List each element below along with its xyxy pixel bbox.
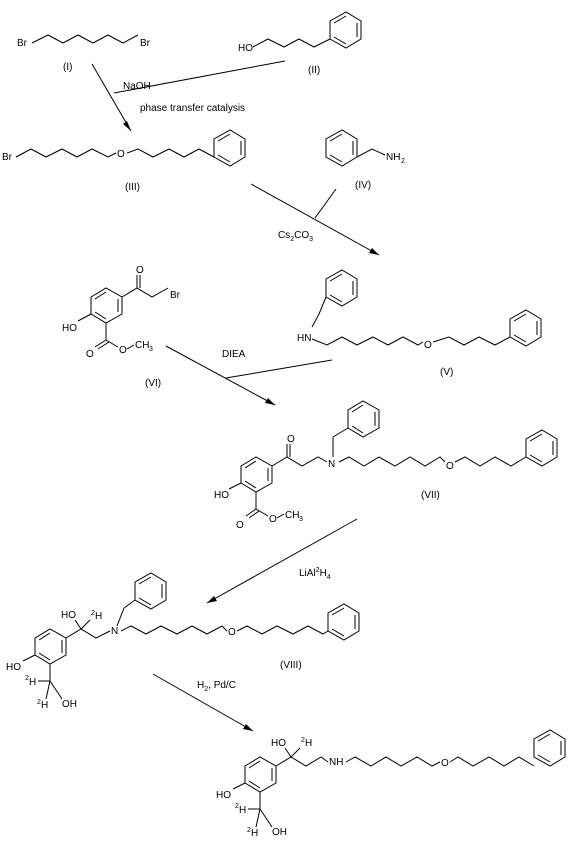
atom-d-upper-sup: 2 xyxy=(301,737,305,744)
atom-ch: CH xyxy=(285,510,299,521)
compound-vi-structure: O Br HO O O CH 3 xyxy=(62,265,181,360)
atom-ho: HO xyxy=(238,43,253,54)
atom-ch: CH xyxy=(135,340,149,351)
arrowhead-3 xyxy=(265,398,275,405)
atom-br-right: Br xyxy=(140,38,151,49)
compound-label-iii: (III) xyxy=(125,182,140,193)
compound-label-ii: (II) xyxy=(308,65,320,76)
reaction-arrow-5 xyxy=(152,673,254,732)
atom-ch-sub: 3 xyxy=(299,516,303,523)
atom-ho: HO xyxy=(6,662,21,673)
atom-d-upper: H xyxy=(95,611,102,622)
atom-d-lower1-sup: 2 xyxy=(25,675,29,682)
atom-br-left: Br xyxy=(17,38,28,49)
arrowhead-2 xyxy=(369,248,379,255)
compound-iii-structure: Br O xyxy=(2,129,246,167)
atom-n: N xyxy=(111,626,118,637)
atom-nh: NH xyxy=(329,757,343,768)
arrowhead-1 xyxy=(123,121,131,131)
compound-label-vii: (VII) xyxy=(421,490,440,501)
atom-n: N xyxy=(328,459,335,470)
atom-o: O xyxy=(424,340,432,351)
compound-ii-structure: HO xyxy=(238,11,362,54)
reagent-cs2co3: Cs2CO3 xyxy=(278,230,313,243)
compound-label-vi: (VI) xyxy=(145,378,161,389)
arrowhead-4 xyxy=(207,596,217,603)
reaction-arrow-3 xyxy=(165,345,276,406)
atom-d-upper: H xyxy=(305,738,312,749)
atom-ch-sub: 3 xyxy=(149,346,153,353)
atom-d-lower2: H xyxy=(251,828,258,839)
arrowhead-5 xyxy=(243,724,253,731)
atom-nh: NH xyxy=(386,152,400,163)
atom-oh-lower: OH xyxy=(62,699,77,710)
atom-o-ester: O xyxy=(119,345,127,356)
compound-label-v: (V) xyxy=(440,367,453,378)
reaction-arrow-1 xyxy=(91,63,132,132)
compound-label-iv: (IV) xyxy=(355,180,371,191)
atom-o-carbonyl: O xyxy=(236,520,244,531)
atom-d-upper-sup: 2 xyxy=(91,610,95,617)
atom-br: Br xyxy=(170,290,181,301)
atom-d-lower2: H xyxy=(41,700,48,711)
atom-o: O xyxy=(117,149,125,160)
atom-o-ketone: O xyxy=(136,265,144,276)
reagent-h2-pdc: H2, Pd/C xyxy=(197,680,236,693)
reagent-lialh4: LiAl2H4 xyxy=(299,567,331,581)
atom-oh-lower: OH xyxy=(272,827,287,838)
atom-oh-upper: HO xyxy=(271,738,286,749)
compound-v-structure: HN O xyxy=(297,269,542,351)
compound-i-structure: Br Br xyxy=(17,34,151,49)
reagent-naoh: NaOH xyxy=(123,81,151,92)
atom-ho: HO xyxy=(214,490,229,501)
atom-oh-upper: HO xyxy=(61,610,76,621)
final-product-structure: HO 2 H NH O HO 2 H 2 H OH xyxy=(216,729,566,839)
atom-o-ester: O xyxy=(269,514,277,525)
compound-iv-structure: NH 2 xyxy=(325,129,405,167)
reagent-line-iv xyxy=(314,188,337,219)
atom-nh-sub: 2 xyxy=(401,158,405,165)
compound-viii-structure: HO 2 H N O HO 2 H 2 H OH xyxy=(6,572,360,711)
reagent-line-ii xyxy=(113,60,286,94)
atom-d-lower1: H xyxy=(29,677,36,688)
atom-d-lower2-sup: 2 xyxy=(37,699,41,706)
atom-o-ether: O xyxy=(441,758,449,769)
atom-br: Br xyxy=(2,152,13,163)
atom-ho: HO xyxy=(216,790,231,801)
atom-o-ketone: O xyxy=(287,434,295,445)
atom-hn: HN xyxy=(297,333,311,344)
atom-o-ether: O xyxy=(446,461,454,472)
reagent-ptc: phase transfer catalysis xyxy=(140,103,245,114)
reagent-diea: DIEA xyxy=(222,349,246,360)
atom-ho: HO xyxy=(62,323,77,334)
reagent-line-v xyxy=(225,359,333,379)
compound-label-i: (I) xyxy=(63,62,72,73)
atom-o-carbonyl: O xyxy=(86,349,94,360)
atom-d-lower1: H xyxy=(239,805,246,816)
atom-d-lower1-sup: 2 xyxy=(235,803,239,810)
atom-o-ether: O xyxy=(228,627,236,638)
compound-vii-structure: O N O HO O O CH 3 xyxy=(214,400,558,531)
reaction-arrow-2 xyxy=(250,183,380,256)
atom-d-lower2-sup: 2 xyxy=(247,827,251,834)
compound-label-viii: (VIII) xyxy=(280,660,302,671)
reaction-arrow-4 xyxy=(206,518,358,604)
